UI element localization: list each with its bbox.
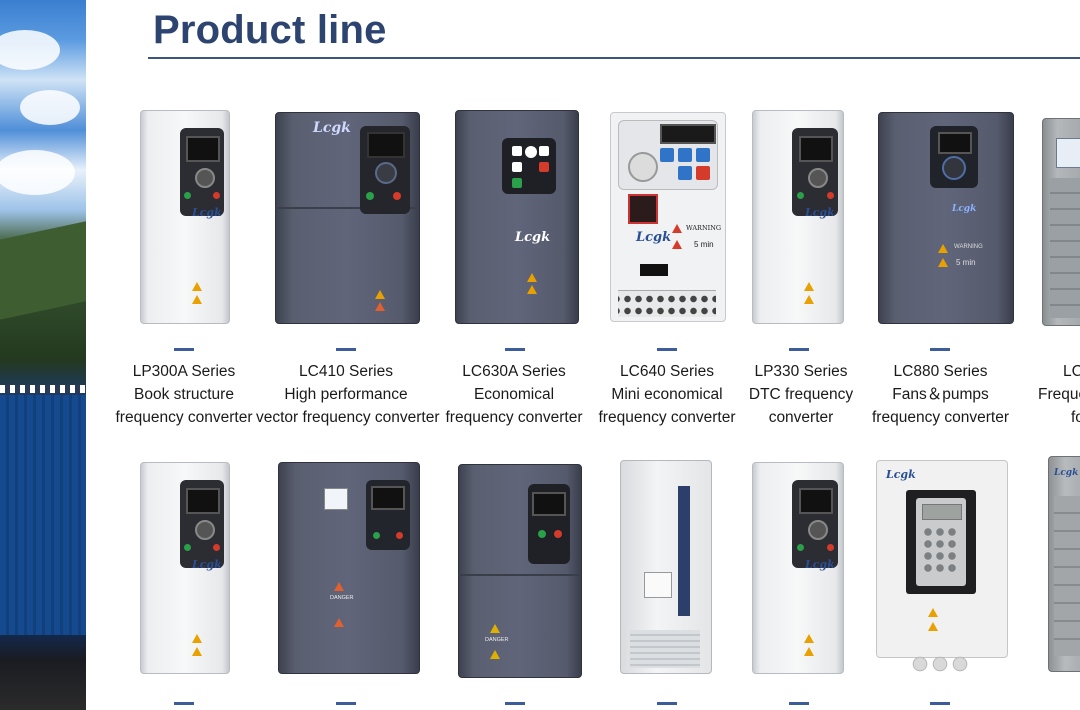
brand-logo: Lcgk: [192, 558, 222, 571]
product-dash: [657, 348, 677, 351]
product-image-bottom-6: Lcgk: [876, 460, 1008, 672]
background-photo-strip: [0, 0, 86, 710]
product-image-lc630a: Lcgk: [455, 110, 579, 324]
product-image-bottom-cutoff: Lcgk: [1048, 456, 1080, 672]
product-image-lc640: Lcgk WARNING 5 min: [610, 112, 726, 322]
product-image-bottom-1: Lcgk: [140, 462, 230, 674]
warning-label: WARNING: [686, 224, 722, 232]
page-title: Product line: [153, 8, 387, 52]
product-image-lp300a: Lcgk: [140, 110, 230, 324]
product-dash: [930, 702, 950, 705]
product-image-lc880: Lcgk WARNING 5 min: [878, 112, 1014, 324]
product-image-bottom-2: DANGER: [278, 462, 420, 674]
product-dash: [505, 348, 525, 351]
product-image-lc410: Lcgk: [275, 112, 420, 324]
product-label-cutoff: LCFrequefo: [1038, 363, 1080, 426]
five-min-label: 5 min: [694, 240, 714, 249]
danger-label: DANGER: [485, 637, 509, 643]
product-dash: [174, 702, 194, 705]
product-dash: [789, 348, 809, 351]
brand-logo: Lcgk: [886, 468, 916, 481]
product-dash: [657, 702, 677, 705]
product-image-bottom-5: Lcgk: [752, 462, 844, 674]
brand-logo: Lcgk: [1054, 468, 1079, 478]
warning-label: WARNING: [954, 244, 983, 250]
product-image-bottom-4: [620, 460, 712, 674]
product-dash: [336, 702, 356, 705]
product-dash: [789, 702, 809, 705]
brand-logo: Lcgk: [636, 230, 672, 245]
brand-logo: Lcgk: [313, 120, 351, 136]
danger-label: DANGER: [330, 595, 354, 601]
product-dash: [336, 348, 356, 351]
product-image-lp330: Lcgk: [752, 110, 844, 324]
five-min-label: 5 min: [956, 258, 976, 267]
product-dash: [505, 702, 525, 705]
title-underline: [148, 57, 1080, 59]
product-dash: [174, 348, 194, 351]
brand-logo: Lcgk: [192, 206, 222, 219]
product-image-cutoff: [1042, 118, 1080, 326]
brand-logo: Lcgk: [805, 206, 835, 219]
brand-logo: Lcgk: [952, 204, 977, 214]
product-image-bottom-3: DANGER: [458, 464, 582, 678]
brand-logo: Lcgk: [805, 558, 835, 571]
brand-logo: Lcgk: [515, 230, 551, 245]
product-dash: [930, 348, 950, 351]
